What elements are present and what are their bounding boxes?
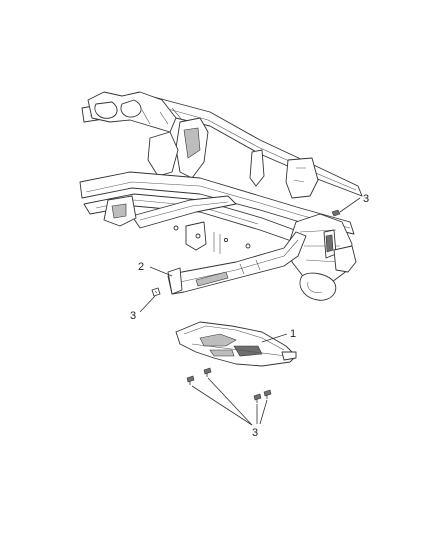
fastener-bolt (203, 367, 212, 377)
fastener-bolt (253, 393, 262, 403)
fastener-bolt (263, 389, 272, 399)
vehicle-frame (79, 91, 363, 301)
callout-upper-fastener: 3 (363, 193, 369, 205)
callout-lower-fasteners: 3 (252, 427, 258, 439)
skid-plate (175, 321, 297, 367)
fastener-group (186, 367, 272, 403)
callout-crossmember: 2 (138, 261, 144, 273)
callout-skid-plate: 1 (290, 328, 296, 340)
leader-2 (149, 266, 173, 277)
leader-lower-3a (191, 385, 253, 426)
leader-upper-3 (339, 197, 361, 213)
leader-lower-3b (207, 377, 253, 426)
leader-left-3 (139, 295, 156, 313)
fastener-bolt (186, 375, 195, 385)
leader-lines (139, 197, 361, 426)
leader-lower-3d (259, 399, 268, 425)
fastener-left (151, 287, 161, 297)
callout-left-fastener: 3 (130, 310, 136, 322)
leader-1 (261, 333, 288, 343)
